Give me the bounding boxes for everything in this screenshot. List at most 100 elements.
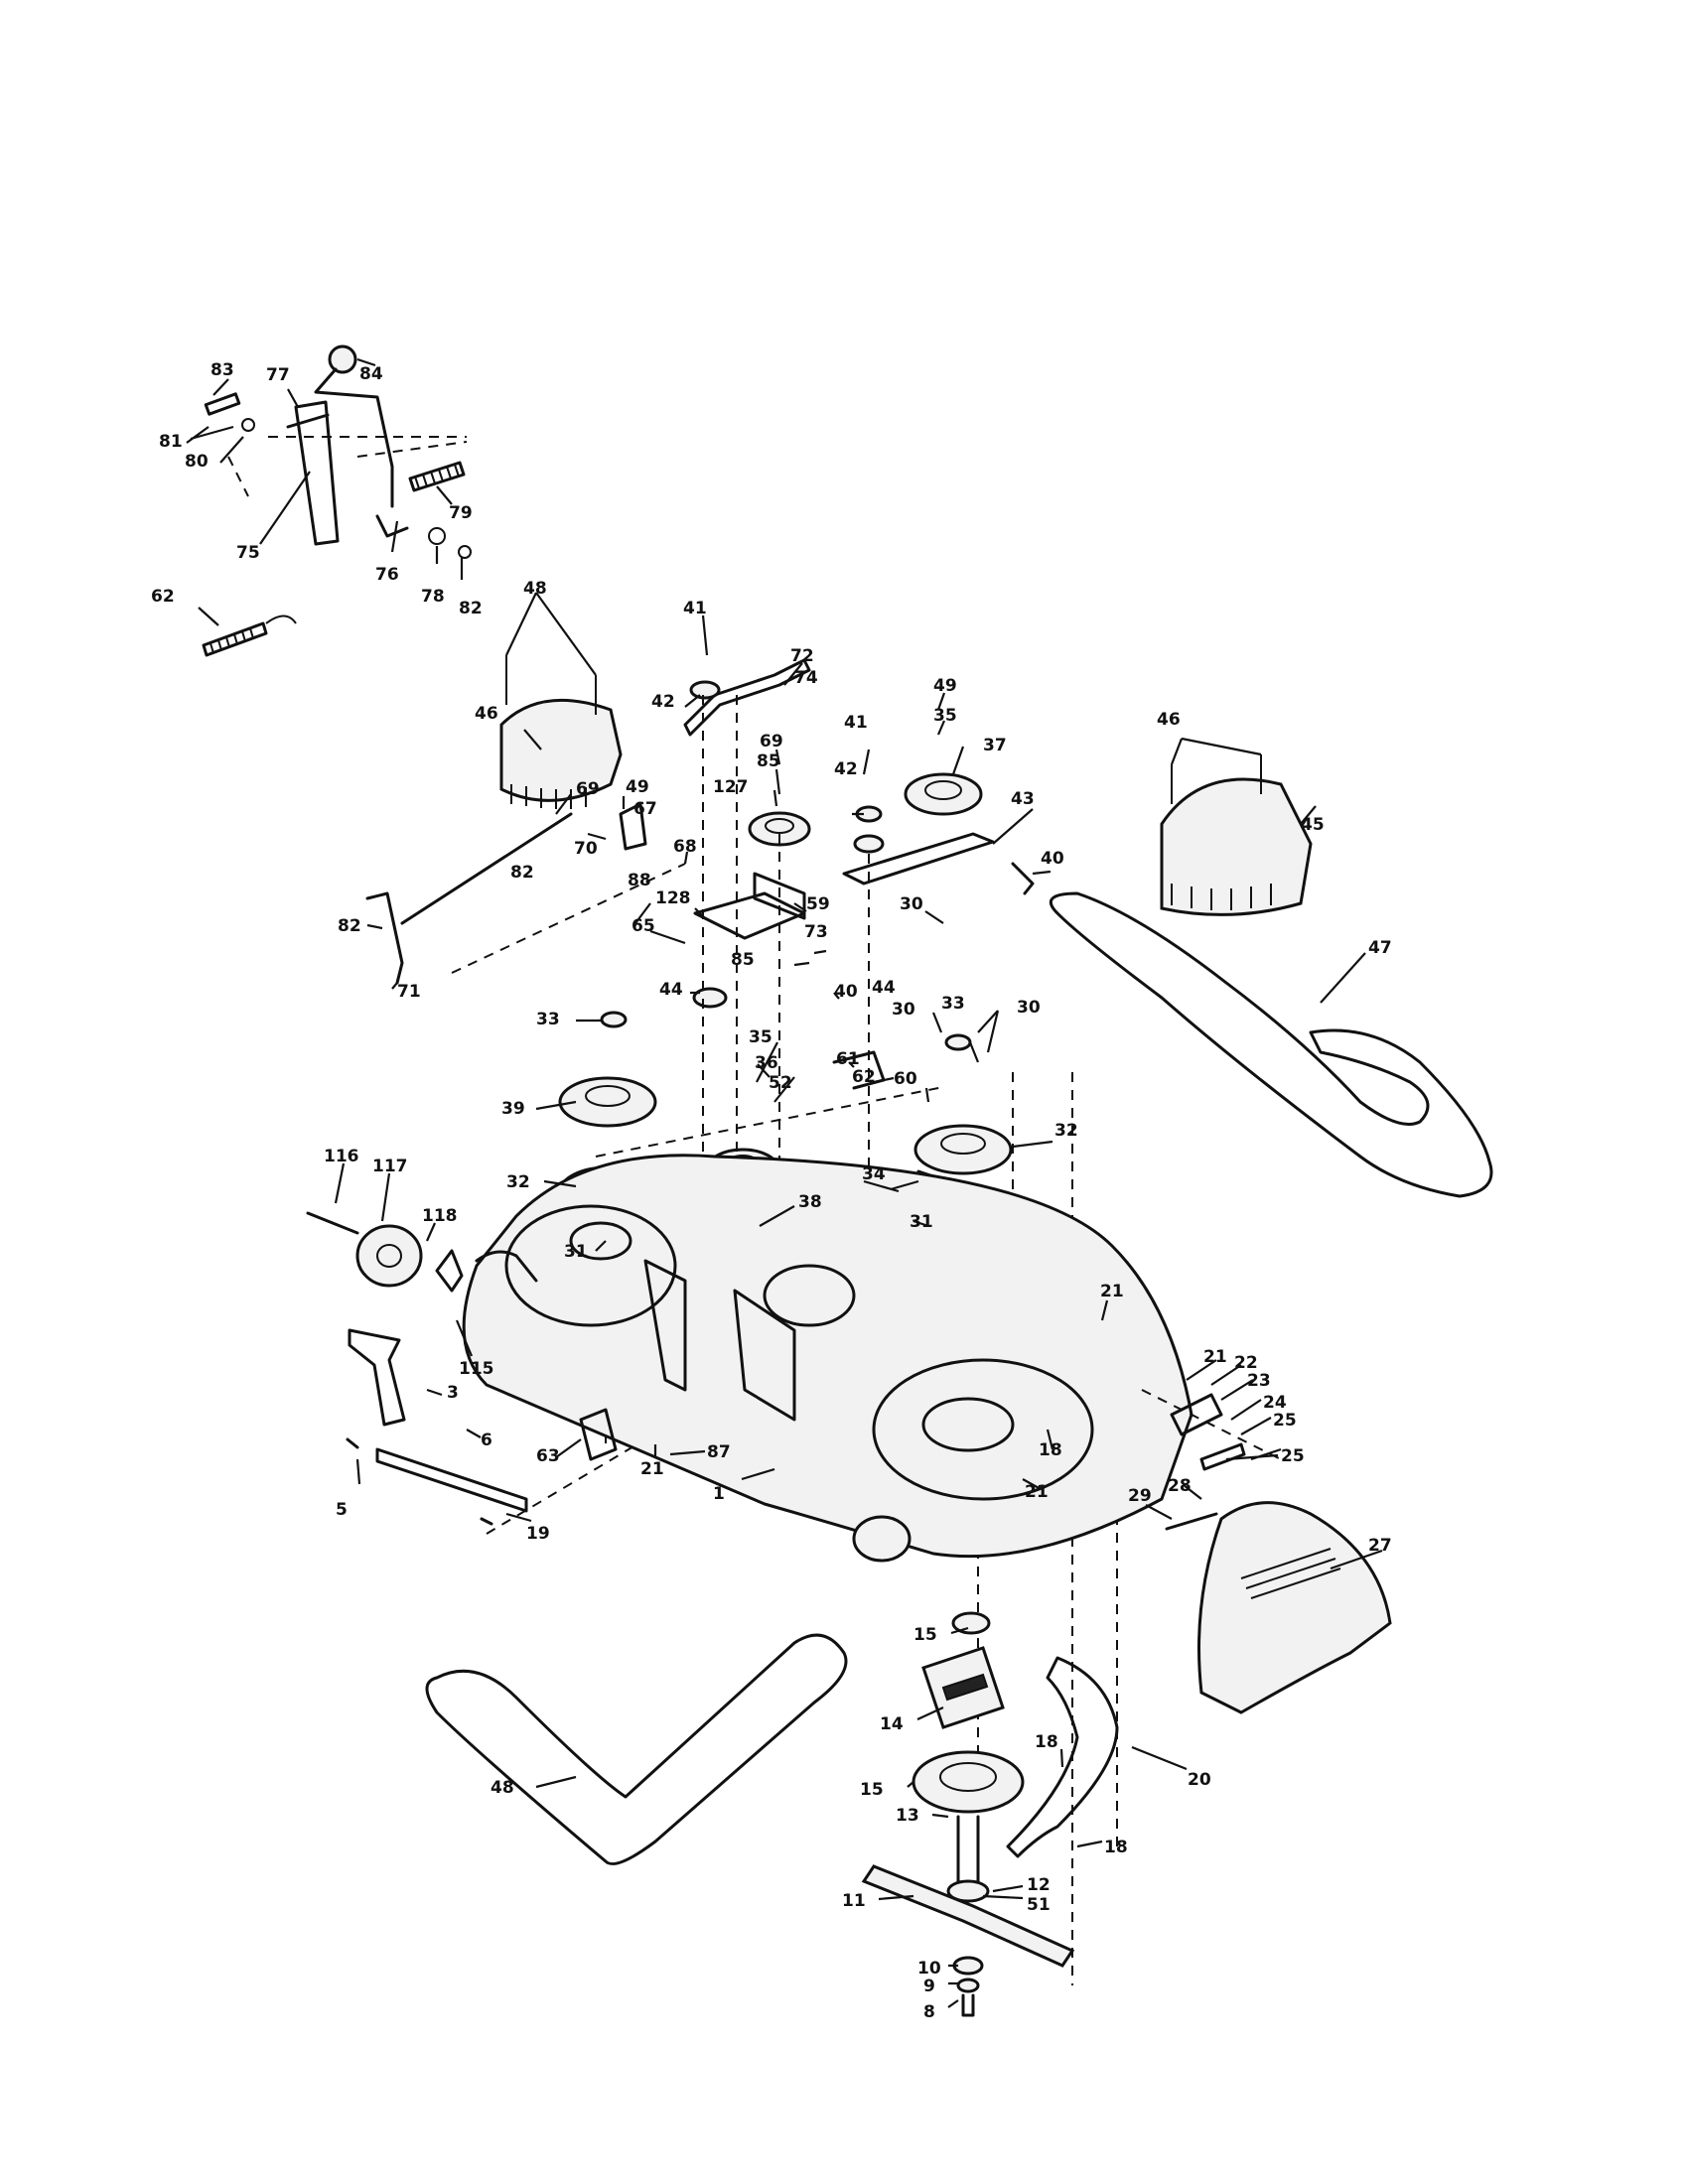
callout-85-center: 85 [757, 751, 780, 771]
deck-left-chamber [504, 1204, 677, 1327]
pulley-127-hub [765, 818, 794, 834]
nut-15 [951, 1611, 991, 1635]
gauge-wheel-117-hub [376, 1244, 402, 1268]
callout-27: 27 [1368, 1536, 1392, 1556]
callout-37: 37 [983, 736, 1007, 755]
washer-9 [956, 1978, 980, 1993]
bolt-116 [306, 1211, 359, 1235]
callout-65: 65 [632, 916, 655, 936]
callout-25-a: 25 [1273, 1411, 1297, 1431]
lever-knob [328, 344, 357, 374]
callout-80: 80 [185, 452, 209, 472]
spacer-44b [692, 987, 728, 1009]
front-hangers [346, 1328, 618, 1526]
bolt-8 [961, 1993, 975, 2017]
callout-62: 62 [151, 587, 175, 607]
callout-87: 87 [707, 1442, 731, 1462]
pulley-37-hub [924, 780, 962, 800]
callout-61: 61 [836, 1049, 860, 1069]
callout-88: 68 [673, 837, 697, 857]
deck-bracket-left [643, 1259, 687, 1392]
washer-10 [952, 1956, 984, 1976]
link-71 [365, 891, 404, 985]
bracket-23 [1170, 1393, 1223, 1436]
callout-73: 73 [804, 922, 828, 942]
callout-1: 1 [713, 1484, 725, 1504]
callout-32-right: 32 [1054, 1121, 1078, 1141]
callout-31-left: 31 [564, 1242, 588, 1262]
callout-75: 75 [236, 543, 260, 563]
callout-48-bottom: 48 [491, 1778, 514, 1798]
callout-48-top: 48 [523, 579, 547, 599]
deck-bracket-center [733, 1289, 796, 1422]
gauge-wheel-117 [355, 1224, 423, 1288]
callout-62-center: 62 [852, 1067, 876, 1087]
deck-right-spindle-hole [921, 1397, 1015, 1452]
callout-29: 29 [1128, 1486, 1152, 1506]
spindle-hub-inner [939, 1762, 997, 1792]
vertical-guides [702, 695, 1014, 1439]
callout-44-left: 44 [659, 980, 683, 1000]
callout-44-right: 44 [872, 978, 896, 998]
callout-82-top: 82 [459, 599, 483, 618]
chute-guide [1141, 1389, 1282, 1460]
nut-33b [944, 1033, 972, 1051]
callout-81: 81 [159, 432, 183, 452]
deck-right-chamber [872, 1358, 1094, 1501]
lift-spring [408, 461, 466, 492]
belt-cover-left [499, 698, 623, 802]
pulley-127 [748, 811, 811, 847]
callout-21-right: 21 [1203, 1347, 1227, 1367]
deck-housing [306, 1154, 1193, 1563]
lever-link [375, 514, 409, 538]
belt-covers [499, 655, 1313, 916]
callout-32-left: 32 [506, 1172, 530, 1192]
deck-center-pulley [763, 1264, 856, 1327]
callout-82-mid: 88 [628, 871, 651, 890]
pulley-39-hub [585, 1085, 631, 1107]
belt-48 [425, 1633, 848, 1865]
callout-15-hub: 15 [860, 1780, 884, 1800]
callout-72: 72 [790, 646, 814, 666]
belt-cover-right-ribs [1171, 884, 1272, 910]
spring-40 [1011, 862, 1035, 895]
callout-11: 11 [842, 1891, 866, 1911]
callout-67: 67 [633, 799, 657, 819]
callout-13: 13 [896, 1806, 919, 1826]
spring-24 [1199, 1442, 1246, 1471]
callout-49-left: 49 [626, 777, 649, 797]
discharge-chute [1141, 1389, 1392, 1714]
assembly-lines [227, 436, 468, 497]
callout-59: 59 [806, 894, 830, 914]
callout-5: 5 [336, 1500, 348, 1520]
deflector-grille [1240, 1548, 1341, 1599]
callout-38: 38 [798, 1192, 822, 1212]
callout-43: 43 [1011, 789, 1035, 809]
callout-118: 118 [422, 1206, 458, 1226]
callout-74: 74 [794, 668, 818, 688]
callout-22: 22 [1234, 1353, 1258, 1373]
callout-68: 82 [510, 863, 534, 883]
callout-18-deck: 18 [1039, 1440, 1062, 1460]
callout-10: 10 [917, 1959, 941, 1979]
callout-20: 20 [1188, 1770, 1211, 1790]
callout-39: 39 [501, 1099, 525, 1119]
callout-78: 78 [421, 587, 445, 607]
callout-60: 60 [894, 1069, 917, 1089]
callout-33-right: 33 [941, 994, 965, 1014]
pin-5 [346, 1437, 359, 1449]
callout-21-deck: 21 [1025, 1482, 1049, 1502]
callout-34: 34 [862, 1164, 886, 1184]
callout-127: 127 [713, 777, 749, 797]
callout-21-top: 21 [1100, 1282, 1124, 1301]
idler-arm-43 [842, 832, 995, 886]
callout-15-top: 15 [913, 1625, 937, 1645]
mower-deck [462, 1154, 1193, 1559]
deflector-27 [1197, 1501, 1392, 1714]
nut-82 [458, 545, 472, 559]
pivot-bolt [204, 392, 241, 416]
callout-35-top: 35 [933, 706, 957, 726]
callout-71: 71 [397, 982, 421, 1002]
callout-30-left: 30 [892, 1000, 915, 1020]
